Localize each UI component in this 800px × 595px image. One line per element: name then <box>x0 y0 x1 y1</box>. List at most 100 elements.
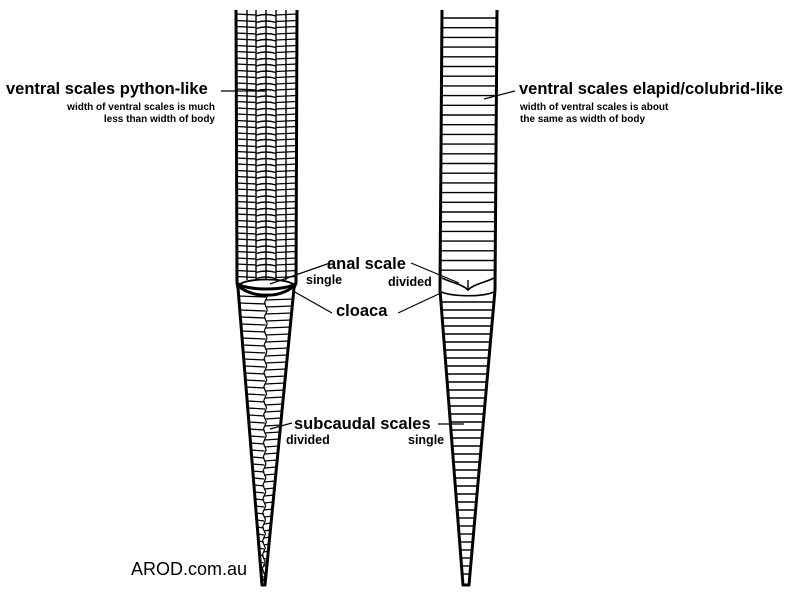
python-subcaudal-midline <box>263 358 268 367</box>
python-subcaudal-scale <box>264 452 279 455</box>
python-flank-scale <box>235 132 257 135</box>
python-flank-scale <box>235 107 257 110</box>
python-subcaudal-midline <box>262 470 267 479</box>
python-flank-scale <box>275 88 298 91</box>
python-ventral-scale <box>255 13 277 17</box>
python-flank-scale <box>275 63 298 66</box>
python-flank-scale <box>275 50 298 54</box>
python-ventral-scale <box>255 251 277 255</box>
python-subcaudal-scale <box>242 344 266 347</box>
elapid-colubrid-like-snake-body <box>438 9 499 587</box>
python-flank-scale <box>235 213 257 216</box>
python-flank-scale <box>235 219 257 223</box>
python-subcaudal-scale <box>241 330 266 333</box>
python-flank-scale <box>275 250 298 254</box>
python-flank-scale <box>235 19 257 23</box>
python-subcaudal-midline <box>262 435 267 444</box>
python-flank-scale <box>275 163 298 166</box>
python-subcaudal-scale <box>265 382 286 385</box>
python-flank-scale <box>235 94 257 98</box>
python-flank-scale <box>235 50 257 54</box>
python-flank-scale <box>235 32 257 35</box>
python-subcaudal-scale <box>240 323 266 326</box>
python-subcaudal-midline <box>263 337 268 346</box>
python-subcaudal-midline <box>262 463 267 472</box>
python-flank-scale <box>275 119 298 123</box>
python-flank-scale <box>235 13 257 16</box>
python-ventral-scale <box>255 95 277 99</box>
python-ventral-scale <box>255 63 277 67</box>
python-subcaudal-midline <box>262 477 267 486</box>
python-flank-scale <box>275 144 298 148</box>
python-flank-scale <box>275 182 298 185</box>
python-subcaudal-midline <box>263 309 268 318</box>
python-subcaudal-midline <box>262 407 268 416</box>
elapid-ventral-description: width of ventral scales is about the sam… <box>520 102 669 125</box>
python-flank-scale <box>235 57 257 60</box>
python-subcaudal-scale <box>265 298 294 301</box>
python-subcaudal-scale <box>264 445 279 448</box>
python-flank-scale <box>275 150 298 154</box>
python-ventral-scale <box>255 238 277 242</box>
elapid-body-outline <box>438 9 499 587</box>
python-ventral-title: ventral scales python-like <box>6 80 208 98</box>
python-ventral-scale <box>255 101 277 105</box>
python-subcaudal-scale <box>245 379 266 382</box>
python-ventral-scale <box>255 70 277 74</box>
python-flank-scale <box>235 182 257 185</box>
python-subcaudal-midline <box>263 372 268 381</box>
subcaudal-divided-label: divided <box>286 433 330 447</box>
python-subcaudal-scale <box>264 424 281 427</box>
python-flank-scale <box>235 44 257 48</box>
python-ventral-scale <box>255 226 277 230</box>
python-subcaudal-scale <box>264 459 278 462</box>
python-subcaudal-scale <box>265 312 292 315</box>
python-subcaudal-midline <box>263 386 268 395</box>
python-subcaudal-scale <box>249 435 265 438</box>
python-ventral-scale <box>255 201 277 205</box>
python-subcaudal-scale <box>264 473 277 476</box>
python-ventral-scale <box>255 270 277 274</box>
python-subcaudal-scale <box>264 410 283 413</box>
python-flank-scale <box>275 82 298 85</box>
python-flank-scale <box>235 100 257 104</box>
python-subcaudal-scale <box>264 480 276 483</box>
python-ventral-scale <box>255 38 277 42</box>
python-ventral-scale <box>255 232 277 236</box>
python-subcaudal-midline <box>262 400 268 409</box>
python-flank-scale <box>235 113 257 116</box>
python-subcaudal-midline <box>263 330 268 339</box>
python-subcaudal-scale <box>249 428 265 431</box>
python-flank-scale <box>275 32 298 35</box>
anal-scale-single-label: single <box>306 273 343 287</box>
python-subcaudal-midline <box>261 540 266 549</box>
python-ventral-scale <box>255 182 277 186</box>
python-flank-scale <box>275 232 298 235</box>
python-subcaudal-scale <box>244 365 266 368</box>
elapid-cloaca-edge <box>440 291 495 297</box>
python-ventral-scale <box>255 145 277 149</box>
python-subcaudal-midline <box>262 449 267 458</box>
python-subcaudal-scale <box>252 470 265 473</box>
python-subcaudal-midline <box>262 456 267 465</box>
leader-line <box>269 422 293 430</box>
python-subcaudal-midline <box>263 323 268 332</box>
python-flank-scale <box>235 138 257 141</box>
python-subcaudal-midline <box>263 393 268 402</box>
python-ventral-scale <box>255 138 277 142</box>
python-subcaudal-scale <box>265 368 287 371</box>
python-subcaudal-scale <box>246 393 266 396</box>
python-flank-scale <box>235 207 257 210</box>
python-ventral-scale <box>255 276 277 280</box>
python-subcaudal-midline <box>262 421 267 430</box>
subcaudal-single-label: single <box>408 433 445 447</box>
python-subcaudal-scale <box>243 358 266 361</box>
python-subcaudal-scale <box>250 442 265 445</box>
python-subcaudal-scale <box>264 431 281 434</box>
python-ventral-scale <box>255 76 277 80</box>
python-subcaudal-scale <box>238 295 266 298</box>
python-flank-scale <box>275 125 298 129</box>
python-subcaudal-midline <box>261 519 267 528</box>
